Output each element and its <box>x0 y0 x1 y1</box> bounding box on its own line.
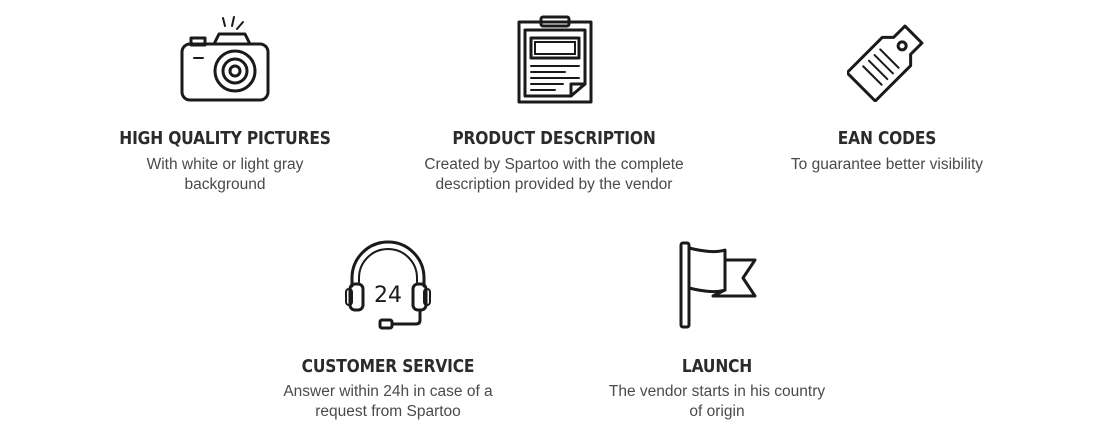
feature-description: Created by Spartoo with the complete des… <box>404 155 704 195</box>
feature-description: The vendor starts in his country of orig… <box>587 382 847 422</box>
flag-icon <box>677 240 759 330</box>
feature-high-quality-pictures: HIGH QUALITY PICTURES With white or ligh… <box>95 0 355 200</box>
feature-description-line: background <box>184 176 266 193</box>
feature-description-line: of origin <box>689 403 745 420</box>
feature-ean-codes: EAN CODES To guarantee better visibility <box>757 0 1017 200</box>
tag-icon <box>847 18 929 102</box>
headset-icon-label: 24 <box>374 283 402 308</box>
camera-icon <box>177 14 273 104</box>
feature-title: LAUNCH <box>681 356 753 377</box>
feature-description: To guarantee better visibility <box>757 155 1017 175</box>
feature-description-line: Created by Spartoo with the complete <box>424 156 684 173</box>
feature-description-line: With white or light gray <box>146 156 304 173</box>
feature-description-line: description provided by the vendor <box>435 176 673 193</box>
feature-launch: LAUNCH The vendor starts in his country … <box>587 228 847 428</box>
feature-title: PRODUCT DESCRIPTION <box>452 128 656 149</box>
feature-description-line: Answer within 24h in case of a <box>283 383 493 400</box>
feature-title: HIGH QUALITY PICTURES <box>119 128 331 149</box>
feature-description-line: To guarantee better visibility <box>790 156 984 173</box>
feature-customer-service: 24 CUSTOMER SERVICE Answer within 24h in… <box>258 228 518 428</box>
feature-description-line: The vendor starts in his country <box>608 383 826 400</box>
feature-description-line: request from Spartoo <box>315 403 461 420</box>
headset-icon: 24 <box>344 240 432 332</box>
feature-description: Answer within 24h in case of a request f… <box>258 382 518 422</box>
feature-title: EAN CODES <box>837 128 937 149</box>
feature-product-description: PRODUCT DESCRIPTION Created by Spartoo w… <box>404 0 704 200</box>
feature-title: CUSTOMER SERVICE <box>301 356 475 377</box>
clipboard-icon <box>515 14 595 106</box>
feature-description: With white or light gray background <box>95 155 355 195</box>
